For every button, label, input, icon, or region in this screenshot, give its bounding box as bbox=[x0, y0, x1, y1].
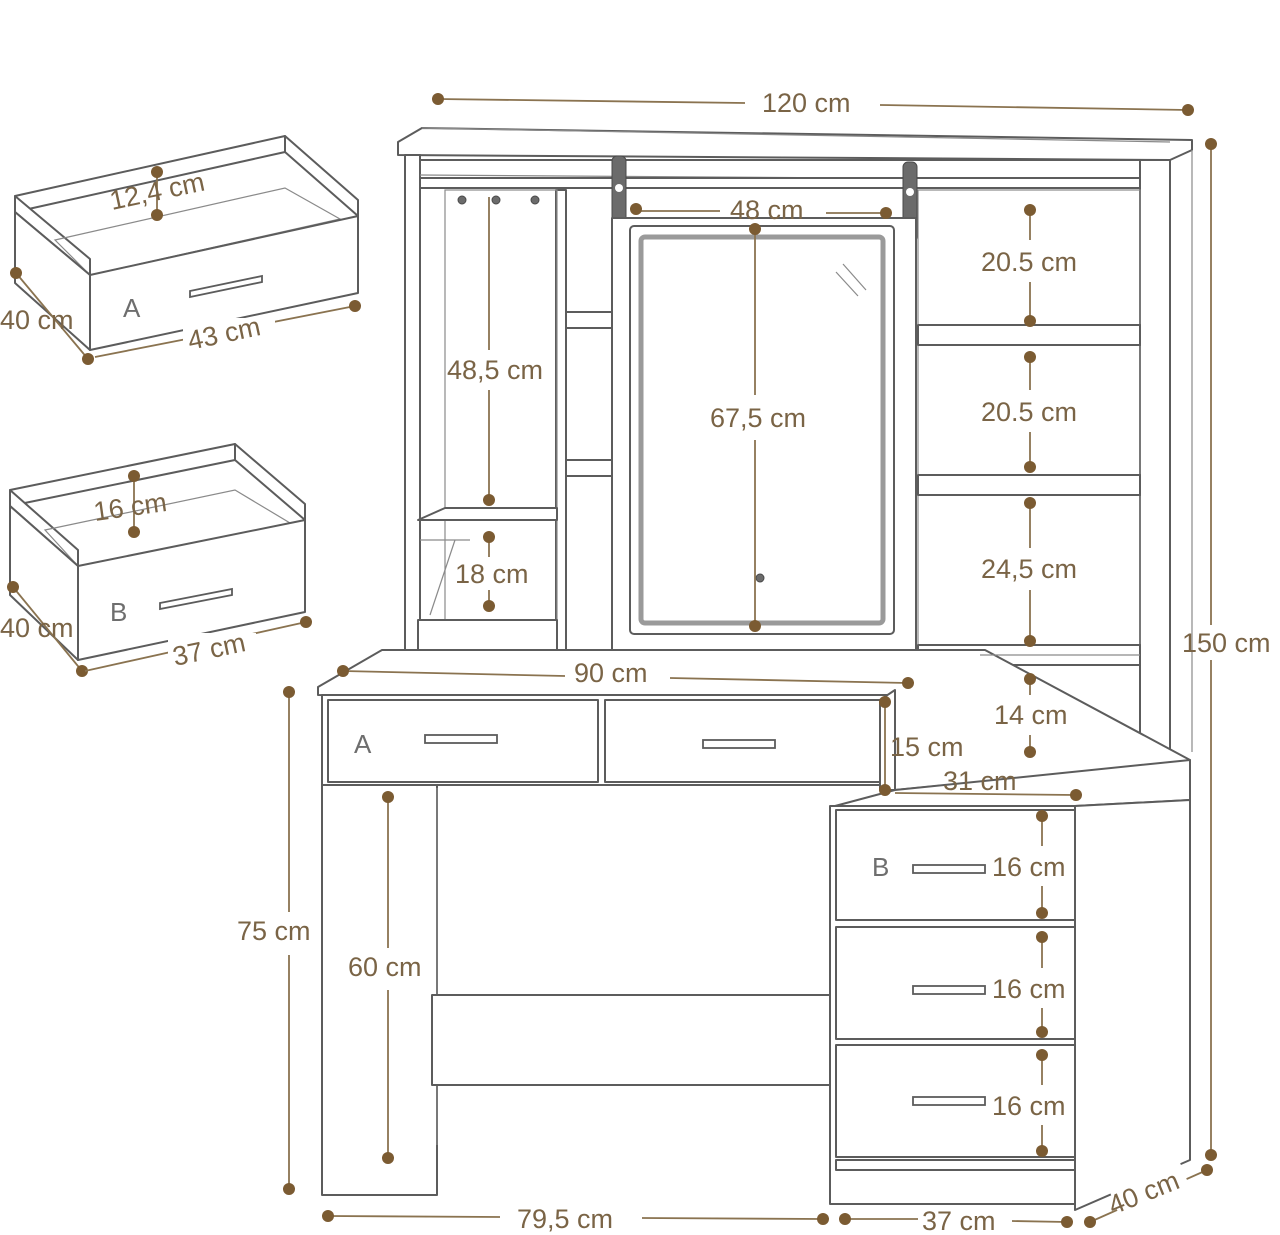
drawer-height-label: 15 cm bbox=[890, 732, 964, 762]
desktop-width-label: 90 cm bbox=[574, 658, 648, 688]
bottom-width-label: 79,5 cm bbox=[517, 1204, 613, 1234]
cabinet-drawer-letter-b: B bbox=[872, 852, 889, 882]
mirror-height-label: 67,5 cm bbox=[710, 403, 806, 433]
drawer-b-letter: B bbox=[110, 597, 127, 627]
mirror-touch-icon bbox=[755, 573, 765, 583]
drawer-b-depth-label: 40 cm bbox=[0, 613, 74, 643]
right-shelf-4-label: 14 cm bbox=[994, 700, 1068, 730]
left-lower-height-label: 18 cm bbox=[455, 559, 529, 589]
desk-height-label: 75 cm bbox=[237, 916, 311, 946]
step-depth-label: 31 cm bbox=[943, 766, 1017, 796]
vanity-dimensions: 120 cm 150 cm 48 cm 67,5 cm 48,5 cm 18 c… bbox=[237, 88, 1271, 1235]
right-shelf-1-label: 20.5 cm bbox=[981, 247, 1077, 277]
drawer-a-letter: A bbox=[123, 293, 141, 323]
drawer-a-depth-label: 40 cm bbox=[0, 305, 74, 335]
knee-height-label: 60 cm bbox=[348, 952, 422, 982]
drawer-a-handle bbox=[189, 274, 263, 299]
mirror-width-label: 48 cm bbox=[730, 195, 804, 225]
cabinet-drawer-1-height-label: 16 cm bbox=[992, 852, 1066, 882]
total-height-label: 150 cm bbox=[1182, 628, 1271, 658]
drawer-a-detail: A 12,4 cm 40 cm 43 cm bbox=[0, 135, 361, 365]
drawer-b-detail: B 16 cm 40 cm 37 cm bbox=[0, 443, 312, 677]
right-shelf-3-label: 24,5 cm bbox=[981, 554, 1077, 584]
front-drawer-letter-a: A bbox=[354, 729, 372, 759]
drawer-b-height-label: 16 cm bbox=[92, 487, 169, 527]
total-width-label: 120 cm bbox=[762, 88, 851, 118]
cabinet-drawer-3-height-label: 16 cm bbox=[992, 1091, 1066, 1121]
vanity-drawing bbox=[317, 127, 1193, 1211]
drawer-b-handle bbox=[159, 587, 233, 611]
right-shelf-2-label: 20.5 cm bbox=[981, 397, 1077, 427]
cabinet-drawer-2-height-label: 16 cm bbox=[992, 974, 1066, 1004]
cabinet-width-label: 37 cm bbox=[922, 1206, 996, 1235]
left-upper-height-label: 48,5 cm bbox=[447, 355, 543, 385]
